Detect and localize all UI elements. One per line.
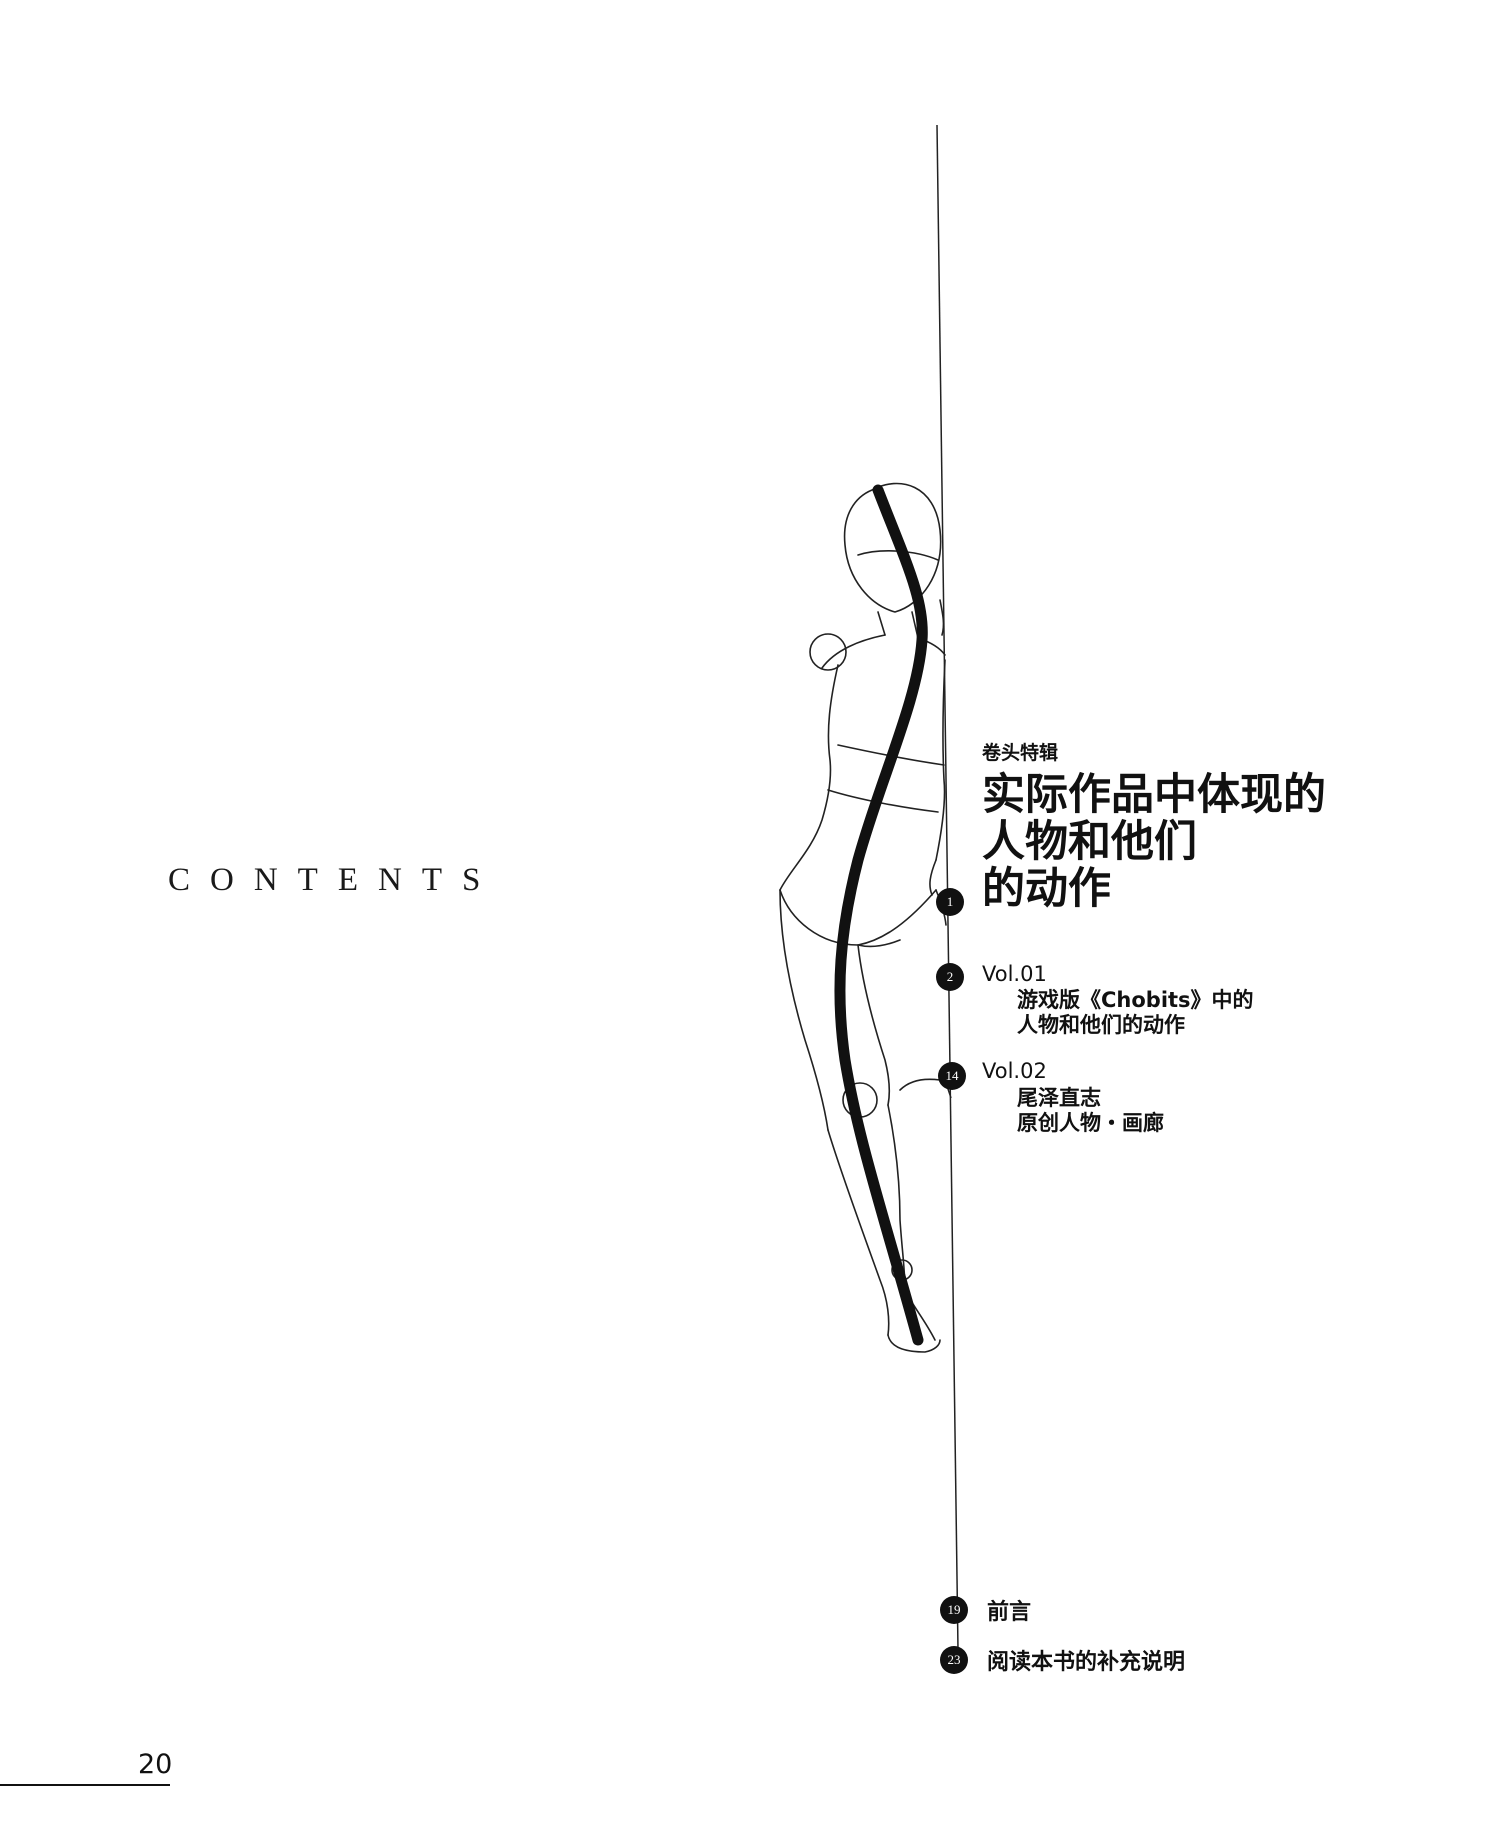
page-marker-badge: 23 (940, 1646, 968, 1674)
section-label: 卷头特辑 (982, 742, 1059, 764)
feature-title[interactable]: 实际作品中体现的 人物和他们 的动作 (982, 772, 1402, 913)
page-marker-badge: 19 (940, 1596, 968, 1624)
volume-description: 尾泽直志 原创人物・画廊 (1017, 1086, 1164, 1136)
page-marker-badge: 14 (938, 1062, 966, 1090)
vertical-guide-line (936, 124, 959, 1651)
volume-description-line: 人物和他们的动作 (1017, 1013, 1185, 1037)
volume-description-line: 尾泽直志 (1017, 1086, 1101, 1110)
toc-item-preface[interactable]: 前言 (987, 1600, 1032, 1625)
page-number-rule (0, 1784, 170, 1786)
page-number: 20 (138, 1749, 173, 1780)
volume-description: 游戏版《Chobits》中的 人物和他们的动作 (1017, 988, 1254, 1038)
contents-title: CONTENTS (168, 862, 501, 898)
page-marker-badge: 2 (936, 963, 964, 991)
feature-title-line: 的动作 (982, 864, 1111, 914)
line-of-action (834, 484, 928, 1346)
page-marker-badge: 1 (936, 888, 964, 916)
feature-title-line: 实际作品中体现的 (982, 770, 1326, 820)
volume-description-line: 游戏版《Chobits》中的 (1017, 988, 1254, 1012)
volume-label[interactable]: Vol.01 (982, 962, 1047, 986)
feature-title-line: 人物和他们 (982, 817, 1197, 867)
volume-label[interactable]: Vol.02 (982, 1059, 1047, 1083)
volume-description-line: 原创人物・画廊 (1017, 1111, 1164, 1135)
toc-item-supplementary-notes[interactable]: 阅读本书的补充说明 (987, 1650, 1186, 1675)
